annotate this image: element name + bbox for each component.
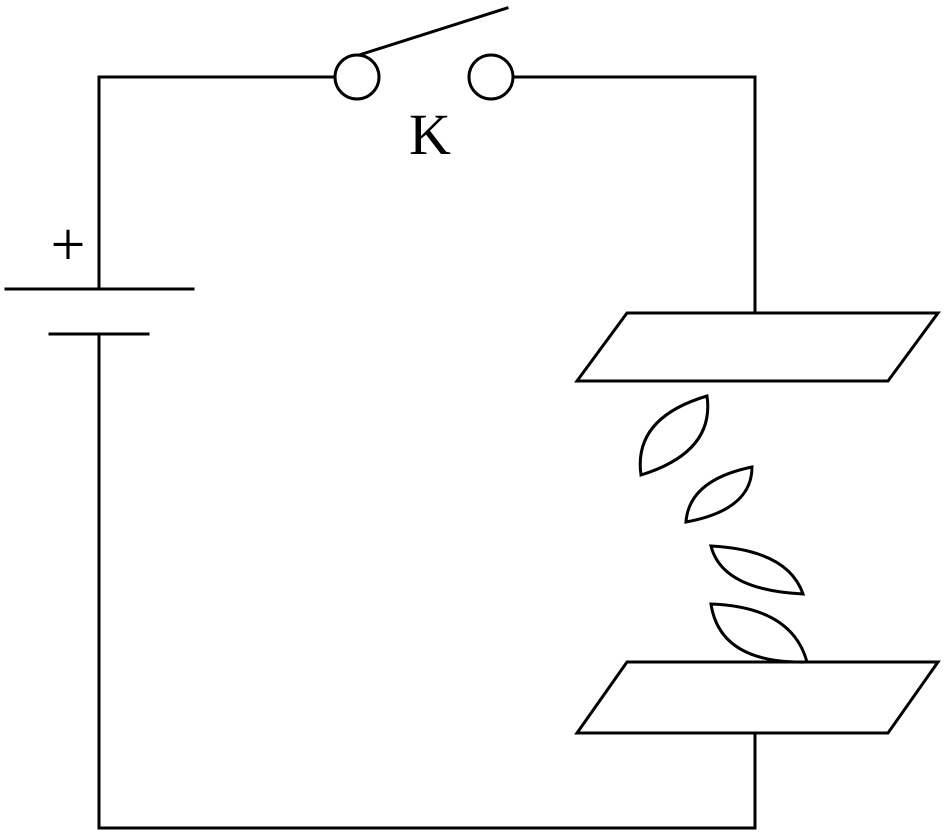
top-electrode-plate: [577, 313, 938, 381]
switch-terminal-right: [469, 55, 513, 99]
wire-right-top: [512, 77, 755, 313]
particle-2: [686, 467, 752, 522]
switch-label: K: [409, 102, 451, 167]
positive-terminal-label: +: [51, 211, 86, 279]
particle-3: [711, 546, 803, 594]
switch-terminal-left: [335, 55, 379, 99]
particle-1: [640, 396, 708, 475]
bottom-electrode-plate: [577, 662, 938, 733]
particle-4: [711, 604, 807, 662]
wire-bottom-loop: [99, 334, 755, 828]
wire-left-top: [99, 77, 336, 289]
switch-lever: [359, 8, 507, 55]
